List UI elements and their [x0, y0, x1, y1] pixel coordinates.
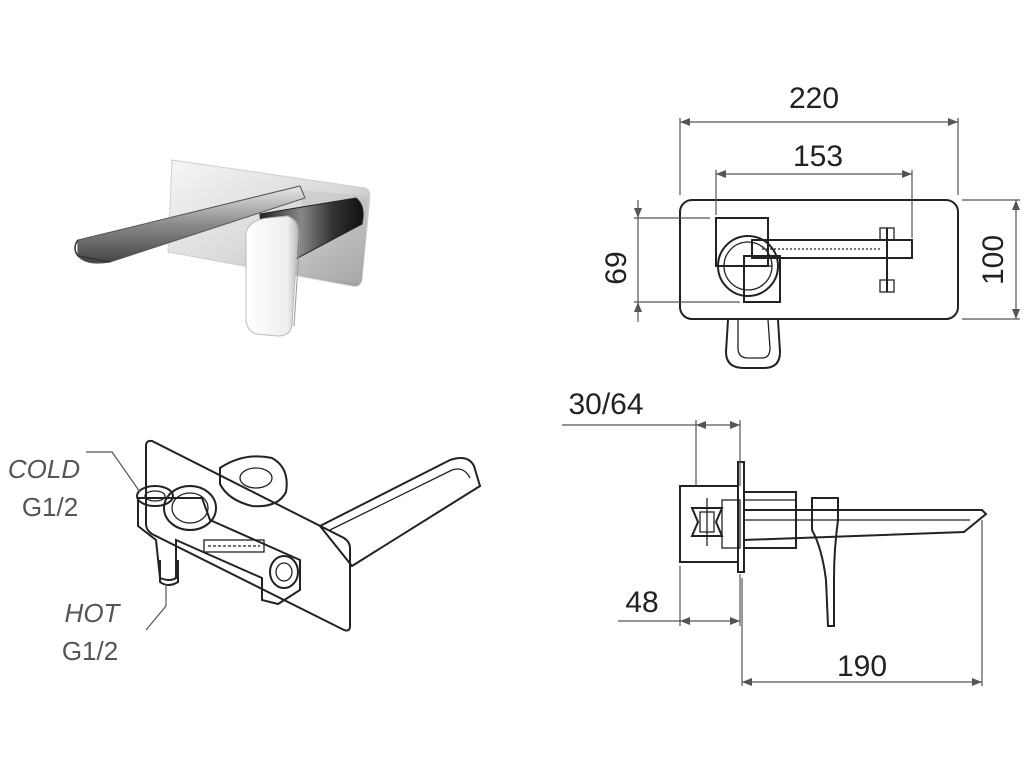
- dim-plate-height: 100: [977, 235, 1010, 285]
- product-render: [74, 159, 371, 337]
- dim-depth-range: 30/64: [568, 388, 643, 421]
- hot-leader-line: [145, 584, 167, 631]
- cold-leader-line: [86, 451, 141, 493]
- dim-overall-width: 220: [789, 82, 839, 115]
- dim-inner-width: 153: [793, 140, 843, 173]
- dim-body-depth: 48: [625, 586, 658, 619]
- cold-thread-label: G1/2: [22, 492, 78, 522]
- dim-inner-height: 69: [600, 251, 633, 284]
- front-view: [634, 118, 1020, 369]
- side-view: [562, 420, 988, 686]
- hot-label: HOT: [65, 598, 122, 628]
- dim-spout-reach: 190: [837, 650, 887, 683]
- hot-thread-label: G1/2: [62, 636, 118, 666]
- cold-label: COLD: [8, 454, 80, 484]
- isometric-view: [136, 439, 482, 632]
